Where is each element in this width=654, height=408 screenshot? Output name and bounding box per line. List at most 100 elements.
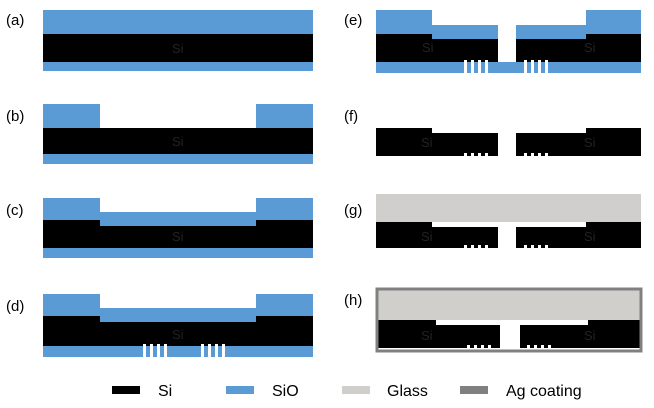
step-h-ag-coating xyxy=(375,287,643,353)
grating-slot xyxy=(471,153,474,156)
step-h-si-label-right: Si xyxy=(584,328,596,343)
step-e-si-label-right: Si xyxy=(584,40,596,55)
step-a-sio-top xyxy=(43,10,313,34)
step-f-si-thinned-right xyxy=(516,133,586,156)
grating-slot xyxy=(464,60,467,73)
legend-label-si: Si xyxy=(158,383,172,400)
step-b-si-label: Si xyxy=(172,134,184,149)
step-e-sio-right xyxy=(586,10,641,34)
step-g-grating-left xyxy=(464,245,488,248)
legend-label-ag: Ag coating xyxy=(506,383,582,400)
step-b-sio-right xyxy=(256,104,313,128)
legend-item-sio: SiO xyxy=(226,383,299,400)
step-e-sio-recess-left xyxy=(432,25,498,39)
step-d-sio-recess xyxy=(100,308,256,322)
grating-slot xyxy=(485,245,488,248)
step-c-si-right xyxy=(256,220,313,248)
grating-slot xyxy=(471,245,474,248)
step-e-label: (e) xyxy=(344,12,362,29)
step-f-label: (f) xyxy=(344,108,358,125)
grating-slot xyxy=(531,153,534,156)
legend: Si SiO Glass Ag coating xyxy=(112,383,582,400)
step-d-grating-left xyxy=(143,344,167,357)
legend-swatch-glass xyxy=(342,386,370,394)
step-b-sio-bottom xyxy=(43,154,313,164)
step-d-sio-right xyxy=(256,294,313,316)
step-a-sio-bottom xyxy=(43,62,313,71)
step-a-label: (a) xyxy=(6,12,24,29)
grating-slot xyxy=(467,345,470,348)
step-h-grating-right xyxy=(527,345,551,348)
step-g-si-label-left: Si xyxy=(421,229,433,244)
step-e-sio-left xyxy=(376,10,432,34)
step-h-si-right xyxy=(588,320,640,348)
step-e-sio-recess-right xyxy=(516,25,586,39)
grating-slot xyxy=(208,344,211,357)
grating-slot xyxy=(464,153,467,156)
step-d-si-right xyxy=(256,316,313,346)
legend-item-si: Si xyxy=(112,383,172,400)
step-d-sio-left xyxy=(43,294,100,316)
grating-slot xyxy=(481,345,484,348)
step-d: (d) Si xyxy=(6,294,313,357)
grating-slot xyxy=(157,344,160,357)
legend-item-ag: Ag coating xyxy=(460,383,582,400)
grating-slot xyxy=(538,60,541,73)
grating-slot xyxy=(545,60,548,73)
legend-swatch-si xyxy=(112,386,140,394)
step-d-si-left xyxy=(43,316,100,346)
grating-slot xyxy=(471,60,474,73)
step-c-label: (c) xyxy=(6,202,24,219)
step-c-sio-recess xyxy=(100,212,256,226)
step-f-grating-left xyxy=(464,153,488,156)
step-e-grating-left xyxy=(464,60,488,73)
step-f: (f) Si Si xyxy=(344,108,641,156)
grating-slot xyxy=(222,344,225,357)
grating-slot xyxy=(488,345,491,348)
step-g-si-thinned-left xyxy=(432,227,498,248)
grating-slot xyxy=(541,345,544,348)
legend-swatch-ag xyxy=(460,386,488,394)
step-d-label: (d) xyxy=(6,298,24,315)
grating-slot xyxy=(524,60,527,73)
step-e: (e) Si Si xyxy=(344,10,641,73)
step-c-sio-left xyxy=(43,198,100,220)
step-e-si-label-left: Si xyxy=(422,40,434,55)
step-f-si-left xyxy=(376,128,432,156)
grating-slot xyxy=(478,245,481,248)
step-g-grating-right xyxy=(524,245,548,248)
step-c-si-left xyxy=(43,220,100,248)
step-c: (c) Si xyxy=(6,198,313,258)
grating-slot xyxy=(527,345,530,348)
grating-slot xyxy=(545,245,548,248)
legend-label-sio: SiO xyxy=(272,383,299,400)
grating-slot xyxy=(545,153,548,156)
step-f-grating-right xyxy=(524,153,548,156)
step-d-si-label: Si xyxy=(172,327,184,342)
step-b-label: (b) xyxy=(6,108,24,125)
step-b-si-wafer xyxy=(43,128,313,154)
step-e-sio-bottom xyxy=(376,62,641,73)
step-d-grating-right xyxy=(201,344,225,357)
legend-item-glass: Glass xyxy=(342,383,428,400)
step-c-si-thinned xyxy=(100,226,256,248)
grating-slot xyxy=(531,245,534,248)
grating-slot xyxy=(215,344,218,357)
step-a: (a) Si xyxy=(6,10,313,71)
step-b-sio-left xyxy=(43,104,100,128)
legend-swatch-sio xyxy=(226,386,254,394)
step-h-si-thinned-left xyxy=(436,325,500,348)
step-f-si-label-right: Si xyxy=(584,135,596,150)
step-d-si-thinned xyxy=(100,322,256,346)
step-e-si-thinned-left xyxy=(432,39,498,62)
step-h-glass xyxy=(378,290,640,320)
step-e-si-thinned-right xyxy=(516,39,586,62)
grating-slot xyxy=(164,344,167,357)
grating-slot xyxy=(538,153,541,156)
step-e-grating-right xyxy=(524,60,548,73)
step-h-si-label-left: Si xyxy=(421,328,433,343)
step-g-si-right xyxy=(586,222,641,248)
step-e-si-left xyxy=(376,34,432,62)
step-f-si-label-left: Si xyxy=(421,135,433,150)
